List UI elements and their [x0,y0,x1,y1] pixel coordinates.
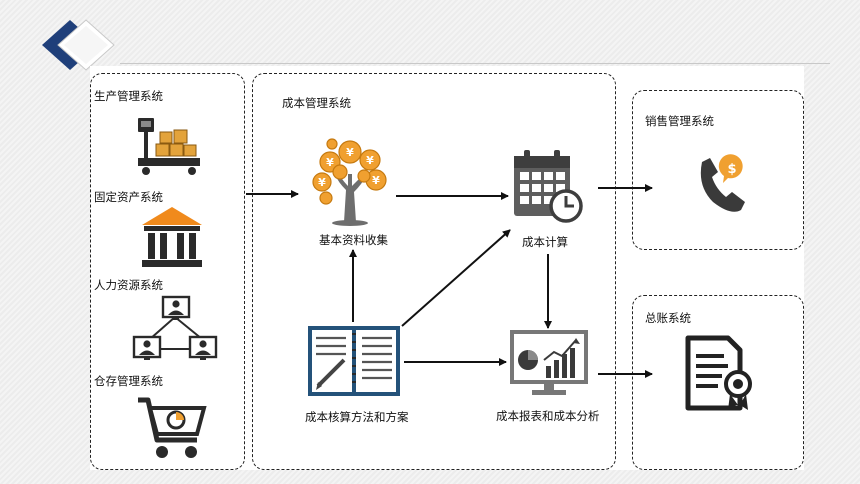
phone-dollar-icon: $ [700,154,745,212]
calc-label: 成本计算 [522,235,568,249]
diagram-panel [90,66,804,470]
cost-management-title: 成本管理系统 [282,96,351,110]
warehouse-system-label: 仓存管理系统 [94,374,163,388]
bank-building-icon [142,207,202,267]
arrow-method-to-calc [401,229,511,327]
scale-with-boxes-icon [138,118,200,175]
production-system-label: 生产管理系统 [94,89,163,103]
calendar-clock-icon [514,150,583,223]
fixed-assets-label: 固定资产系统 [94,190,163,204]
left-systems-box [90,73,245,470]
title-rule [120,63,830,64]
notebook-pen-icon [308,326,400,396]
svg-text:¥: ¥ [372,174,380,187]
svg-text:¥: ¥ [366,154,374,167]
svg-text:$: $ [727,162,736,177]
cost-management-box [252,73,616,470]
method-label: 成本核算方法和方案 [305,410,409,424]
sales-box [632,90,804,250]
svg-text:¥: ¥ [318,176,326,189]
certificate-document-icon [685,335,752,411]
collect-label: 基本资料收集 [319,233,388,247]
svg-text:¥: ¥ [326,156,334,169]
diamond-logo-icon [42,19,115,71]
svg-text:¥: ¥ [346,146,354,159]
ledger-box [632,295,804,470]
hr-system-label: 人力资源系统 [94,278,163,292]
report-label: 成本报表和成本分析 [496,409,600,423]
user-network-icon [132,295,218,360]
shopping-cart-icon [138,397,207,458]
chart-monitor-icon [510,330,588,395]
money-tree-icon: ¥¥¥ ¥¥ [312,138,387,226]
ledger-label: 总账系统 [645,311,691,325]
sales-label: 销售管理系统 [645,114,714,128]
